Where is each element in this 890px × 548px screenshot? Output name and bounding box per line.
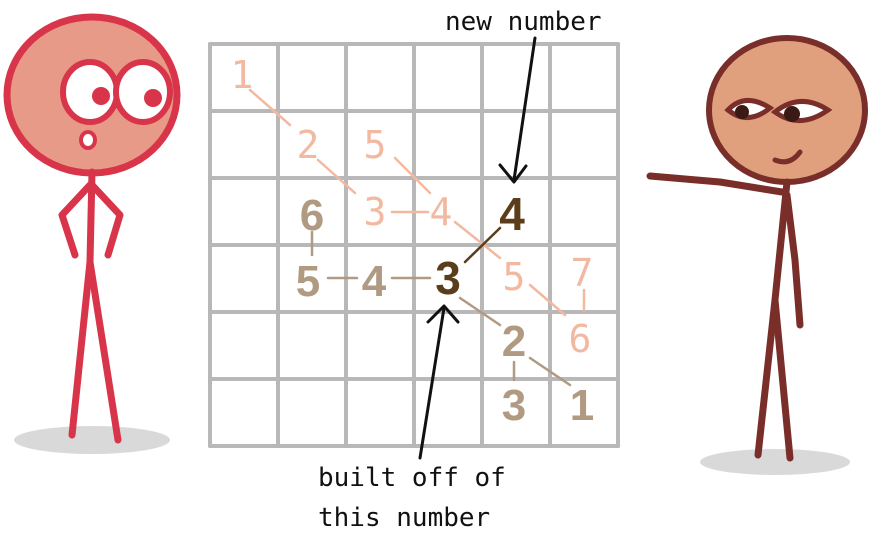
left-figure-mouth <box>79 130 97 150</box>
right-figure-eye-right <box>770 99 833 123</box>
right-figure-pointing-arm <box>646 172 786 196</box>
connector-5-6 <box>528 283 567 317</box>
base-number-arrow <box>418 306 446 460</box>
connector-2-1 <box>528 356 572 387</box>
new-number-arrowhead <box>498 163 528 184</box>
left-figure-leg-left <box>68 258 94 439</box>
connector-3-4-new <box>463 226 502 264</box>
grid-number-medium: 4 <box>362 257 387 306</box>
right-figure-eye-left <box>724 98 775 120</box>
right-figure-pupil-left <box>735 105 749 119</box>
right-figure-leg-right <box>771 296 794 462</box>
annotation-this-number: this number <box>318 503 490 533</box>
grid-number-medium: 1 <box>570 381 594 430</box>
left-figure-pupil-right <box>144 89 162 107</box>
grid-number-light: 7 <box>571 251 594 295</box>
grid-number-medium: 3 <box>502 381 526 430</box>
grid-number-light: 6 <box>569 317 592 361</box>
left-figure-arm-left <box>58 181 94 259</box>
annotation-built-off: built off of <box>318 463 506 493</box>
connector-4-5 <box>393 156 432 195</box>
grid-number-medium: 2 <box>502 317 526 366</box>
connector-2-3 <box>316 158 357 195</box>
grid-number-light: 4 <box>430 190 453 234</box>
grid-number-light: 3 <box>364 190 387 234</box>
grid-number-medium: 6 <box>300 191 324 240</box>
annotation-new-number: new number <box>445 7 602 37</box>
right-figure-mouth <box>772 149 803 165</box>
grid-number-medium: 5 <box>296 257 320 306</box>
grid-number-light: 1 <box>231 53 254 97</box>
grid-number-light: 5 <box>364 123 387 167</box>
right-figure-arm-right <box>783 191 804 329</box>
connector-1-2 <box>248 88 292 127</box>
left-figure-eye-right <box>113 59 173 125</box>
right-stick-figure <box>646 35 868 475</box>
base-number-arrowhead <box>426 304 460 324</box>
connector-4-5b <box>453 220 502 260</box>
grid-number-dark-base: 3 <box>435 252 461 304</box>
connector-3-2 <box>458 296 502 327</box>
grid-number-dark-new: 4 <box>499 188 525 240</box>
left-figure-leg-right <box>86 258 122 444</box>
number-grid <box>208 42 620 448</box>
grid-number-light: 2 <box>297 123 320 167</box>
right-figure-pupil-right <box>784 106 800 122</box>
left-figure-arm-right <box>88 181 124 259</box>
right-figure-ground-shadow <box>700 449 850 475</box>
left-stick-figure <box>3 13 181 454</box>
left-figure-pupil-left <box>92 87 110 105</box>
new-number-arrow <box>512 36 537 182</box>
grid-number-light: 5 <box>503 255 526 299</box>
left-figure-ground-shadow <box>14 426 170 454</box>
right-figure-leg-left <box>754 296 779 459</box>
